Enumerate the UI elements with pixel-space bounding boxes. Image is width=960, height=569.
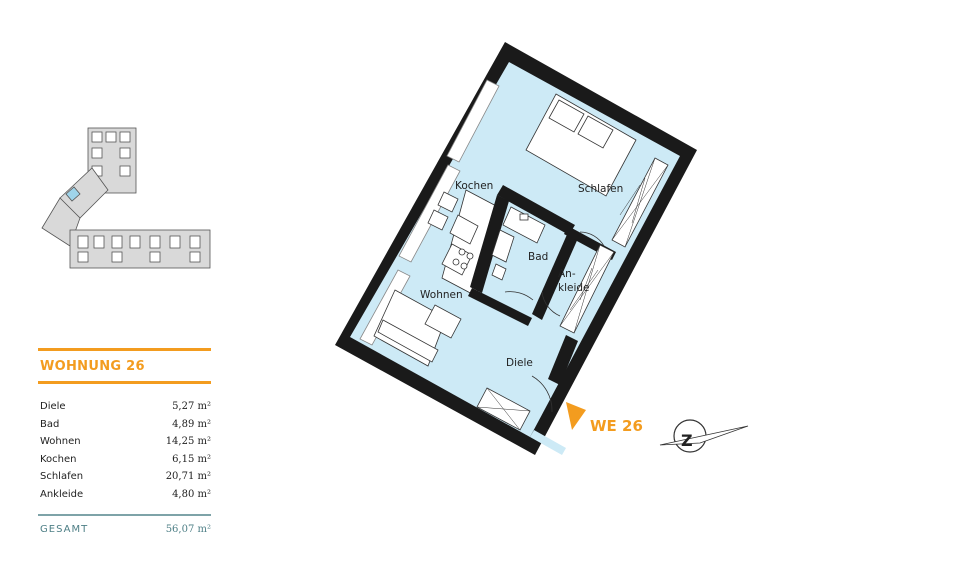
label-wohnen: Wohnen xyxy=(420,289,463,301)
orange-divider-bottom xyxy=(38,381,211,384)
label-kochen: Kochen xyxy=(455,180,493,192)
room-area: 20,71 m² xyxy=(165,471,211,483)
area-list: Diele 5,27 m² Bad 4,89 m² Wohnen 14,25 m² K… xyxy=(38,398,211,504)
coffee-table xyxy=(424,304,462,339)
label-schlafen: Schlafen xyxy=(578,183,623,195)
sofa xyxy=(373,289,447,367)
room-name: Bad xyxy=(40,418,60,430)
compass-icon: Z xyxy=(659,419,749,453)
total-divider xyxy=(38,513,211,516)
hall-cabinet xyxy=(476,387,531,431)
bed xyxy=(525,93,637,197)
bath-fixtures xyxy=(491,206,546,281)
room-name: Schlafen xyxy=(40,471,84,483)
windows xyxy=(359,79,500,346)
kitchen-appliances xyxy=(441,214,479,276)
room-area: 4,80 m² xyxy=(172,488,211,500)
area-row: Schlafen 20,71 m² xyxy=(38,468,211,486)
label-ankleide-1: An- xyxy=(558,268,576,280)
total-value: 56,07 m² xyxy=(165,523,211,535)
room-name: Kochen xyxy=(40,453,77,465)
entry-marker-label: WE 26 xyxy=(590,417,643,435)
room-area: 5,27 m² xyxy=(172,401,211,412)
label-ankleide-2: kleide xyxy=(558,282,590,294)
label-bad: Bad xyxy=(528,251,548,263)
wardrobe-ankleide xyxy=(559,244,615,334)
room-name: Diele xyxy=(40,401,66,412)
room-area: 6,15 m² xyxy=(172,453,211,465)
room-name: Wohnen xyxy=(40,436,81,448)
room-area: 14,25 m² xyxy=(165,436,211,448)
entry-arrow-icon xyxy=(566,402,586,430)
room-name: Ankleide xyxy=(40,488,84,500)
unit-title: WOHNUNG 26 xyxy=(40,359,145,374)
compass-letter: Z xyxy=(681,431,693,450)
site-plan-thumbnail xyxy=(41,127,211,269)
orange-divider-top xyxy=(38,348,211,351)
area-row: Ankleide 4,80 m² xyxy=(38,486,211,504)
total-label: GESAMT xyxy=(40,523,89,535)
label-diele: Diele xyxy=(506,357,533,369)
area-row: Bad 4,89 m² xyxy=(38,416,211,434)
area-table: WOHNUNG 26 Diele 5,27 m² Bad 4,89 m² Wohne… xyxy=(38,348,211,535)
area-row: Wohnen 14,25 m² xyxy=(38,433,211,451)
total-row: GESAMT 56,07 m² xyxy=(38,516,211,535)
area-row: Diele 5,27 m² xyxy=(38,398,211,416)
area-row: Kochen 6,15 m² xyxy=(38,451,211,469)
wardrobe-schlafen xyxy=(611,157,669,248)
room-area: 4,89 m² xyxy=(172,418,211,430)
